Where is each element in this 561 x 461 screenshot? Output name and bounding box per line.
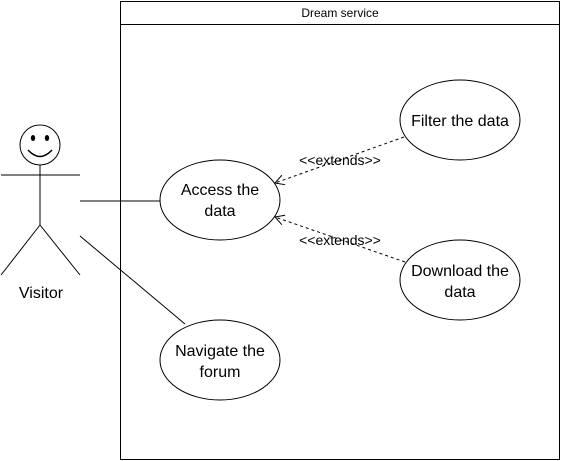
use-case-access-line1: Access the (181, 182, 259, 199)
extends-label-filter: <<extends>> (299, 152, 381, 168)
use-case-download-line1: Download the (411, 263, 509, 280)
actor-name: Visitor (19, 285, 64, 302)
extend-download-to-access (274, 214, 406, 263)
actor-left-leg (0, 224, 41, 276)
actor-right-leg (39, 224, 81, 276)
use-case-download-data[interactable]: Download the data (399, 239, 521, 321)
extends-label-download: <<extends>> (299, 232, 381, 248)
actor-visitor[interactable]: Visitor (0, 124, 81, 302)
use-case-access-data[interactable]: Access the data (159, 159, 281, 241)
use-case-access-line2: data (204, 203, 235, 220)
use-case-download-line2: data (444, 284, 475, 301)
system-title: Dream service (301, 6, 379, 20)
use-case-filter-data[interactable]: Filter the data (399, 79, 521, 161)
use-case-navigate-forum[interactable]: Navigate the forum (159, 319, 281, 401)
smiley-face-icon (19, 124, 61, 166)
association-visitor-forum (79, 235, 186, 325)
use-case-filter-label: Filter the data (411, 113, 509, 130)
use-case-forum-line2: forum (200, 364, 241, 381)
extend-filter-to-access (274, 136, 405, 186)
use-case-forum-line1: Navigate the (175, 343, 265, 360)
